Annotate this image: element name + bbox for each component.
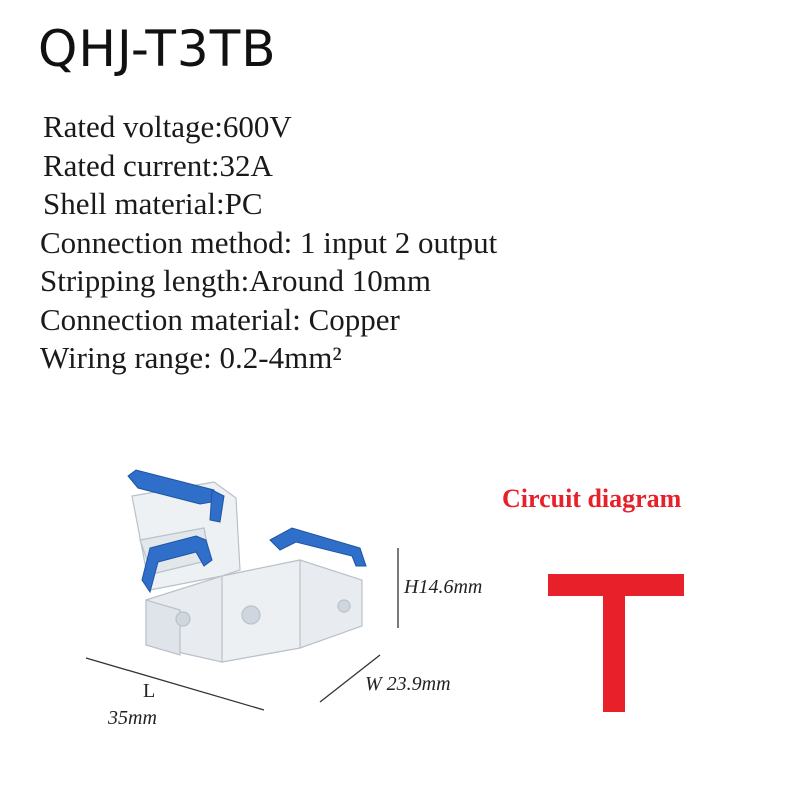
connector-product-image xyxy=(85,469,399,711)
spec-shell-material: Shell material:PC xyxy=(43,186,263,221)
connector-levers xyxy=(127,469,367,594)
spec-wiring-range: Wiring range: 0.2-4mm² xyxy=(40,340,342,375)
circuit-diagram-title: Circuit diagram xyxy=(502,484,682,513)
t-circuit-symbol xyxy=(548,574,684,712)
connector-housing xyxy=(131,481,363,663)
t-circuit-stem xyxy=(603,574,625,712)
spec-rated-current: Rated current:32A xyxy=(43,147,273,183)
height-value: H14.6mm xyxy=(404,576,483,598)
length-label: L xyxy=(143,680,156,702)
length-dimension-line xyxy=(85,657,265,711)
spec-connection-method: Connection method: 1 input 2 output xyxy=(40,224,498,260)
product-title: QHJ-T3TB xyxy=(38,20,277,78)
width-value: W 23.9mm xyxy=(365,673,451,695)
spec-rated-voltage: Rated voltage:600V xyxy=(43,109,292,144)
spec-connection-material: Connection material: Copper xyxy=(40,301,400,337)
spec-stripping-length: Stripping length:Around 10mm xyxy=(40,263,431,298)
length-value: 35mm xyxy=(108,707,157,729)
width-dimension-line xyxy=(319,654,381,703)
spec-list: Rated voltage:600V Rated current:32A She… xyxy=(40,108,497,378)
